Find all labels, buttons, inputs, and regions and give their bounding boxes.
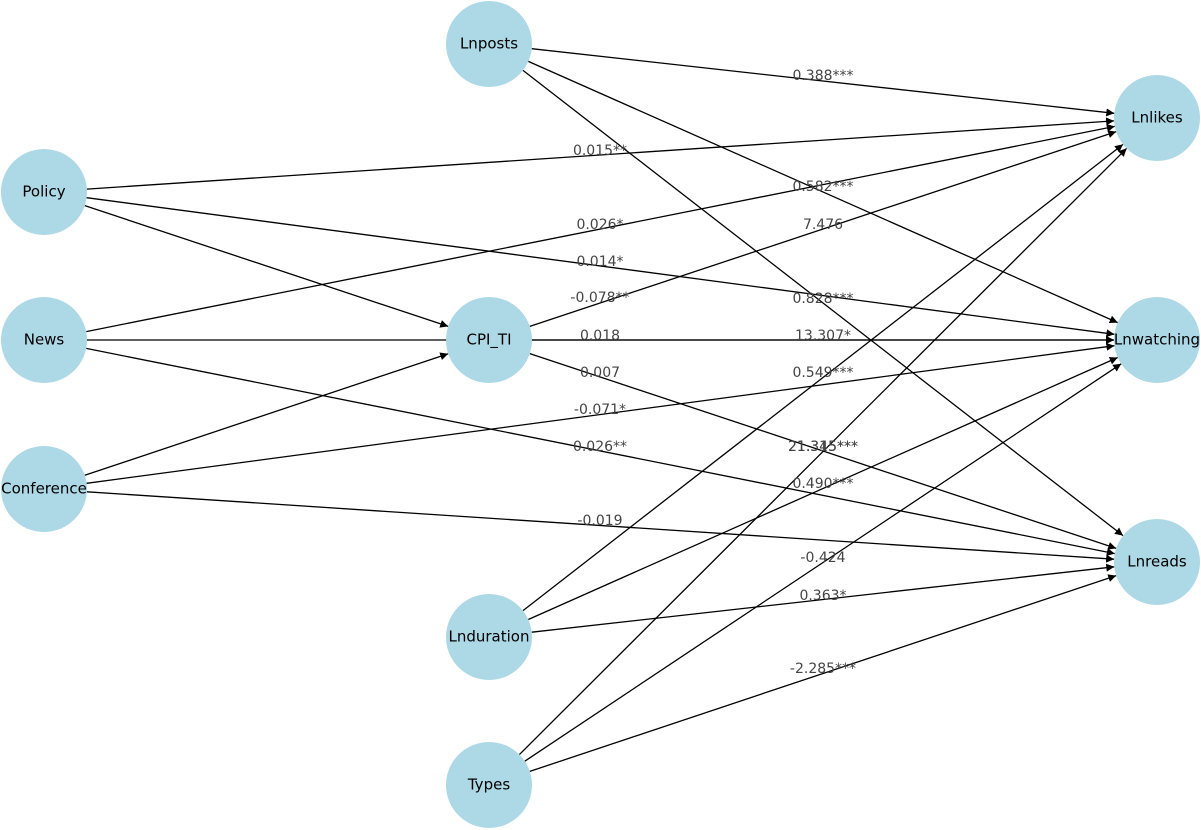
node-policy: Policy [1,149,87,235]
edge-types-to-lnreads [529,574,1117,773]
edge-lnduration-to-lnwatching [528,356,1118,621]
node-news: News [1,297,87,383]
node-label-lnlikes: Lnlikes [1131,109,1183,127]
node-label-conference: Conference [1,480,87,498]
node-label-lnduration: Lnduration [449,628,530,646]
extra-edge-label-2: 0.490*** [792,476,853,492]
node-label-lnwatching: Lnwatching [1114,331,1200,349]
edges-layer [84,48,1128,773]
node-circle-policy [1,149,87,235]
edge-types-to-lnlikes [518,147,1128,756]
node-label-lnreads: Lnreads [1127,553,1187,571]
node-lnposts: Lnposts [446,1,532,87]
node-label-news: News [24,331,65,349]
node-types: Types [446,742,532,828]
edge-types-to-lnwatching [524,363,1122,762]
edge-policy-to-lnwatching [86,197,1115,338]
edge-conference-to-lnreads [86,491,1115,563]
edge-label-news-to-lnreads: 0.026** [573,439,627,455]
edge-policy-to-cpi-ti [84,204,449,328]
edge-label-types-to-lnwatching: 0.549*** [792,365,853,381]
node-circle-lnwatching [1114,297,1200,383]
edge-policy-to-lnlikes [86,117,1115,190]
node-label-cpi-ti: CPI_TI [466,331,511,350]
edge-label-lnduration-to-lnwatching: 0.828*** [792,291,853,307]
edge-label-news-to-lnlikes: 0.026* [576,217,623,233]
node-label-types: Types [467,776,510,794]
edge-label-types-to-lnreads: -2.285*** [790,661,856,677]
edge-news-to-lnreads [86,347,1115,556]
edge-conference-to-lnwatching [86,342,1115,484]
node-lnreads: Lnreads [1114,519,1200,605]
node-circle-lnreads [1114,519,1200,605]
edge-label-cpi-ti-to-lnlikes: -0.078** [570,290,629,306]
node-circle-types [446,742,532,828]
edge-label-policy-to-lnlikes: 0.015** [573,143,627,159]
edge-label-conference-to-lnwatching: -0.071* [574,402,626,418]
extra-edge-label-1: 21.345*** [788,439,858,455]
node-label-lnposts: Lnposts [460,35,518,53]
edge-lnposts-to-lnreads [522,69,1124,537]
node-label-policy: Policy [22,183,65,201]
node-lnlikes: Lnlikes [1114,75,1200,161]
edge-label-lnduration-to-lnreads: 0.363* [799,588,846,604]
edge-label-lnposts-to-lnlikes: 0.388*** [792,68,853,84]
edge-lnduration-to-lnlikes [522,143,1124,612]
node-cpi-ti: CPI_TI [446,297,532,383]
node-lnwatching: Lnwatching [1114,297,1200,383]
edge-cpi-ti-to-lnlikes [529,130,1117,328]
node-circle-lnlikes [1114,75,1200,161]
edge-labels-layer: 0.388*** 0.582*** 21.315*** 0.015** 0.014* 0.… [570,68,858,677]
node-conference: Conference [1,446,87,532]
node-circle-cpi-ti [446,297,532,383]
edge-label-lnduration-to-lnlikes: 7.476 [803,217,843,233]
edge-label-cpi-ti-to-lnwatching: 0.007 [580,365,620,381]
node-circle-news [1,297,87,383]
edge-label-conference-to-lnreads: -0.019 [577,513,622,529]
edge-label-lnposts-to-lnwatching: 0.582*** [792,179,853,195]
edge-label-lnposts-to-lnreads: 21.315*** [788,439,858,455]
node-circle-lnduration [446,594,532,680]
edge-label-types-to-lnlikes: 13.307* [795,328,851,344]
extra-edge-label-3: -0.424 [800,550,845,566]
edge-lnduration-to-lnreads [531,563,1115,633]
edge-label-news-to-lnwatching: 0.018 [580,328,620,344]
edge-news-to-lnlikes [86,124,1115,333]
node-circle-lnposts [446,1,532,87]
node-circle-conference [1,446,87,532]
edge-conference-to-cpi-ti [84,352,449,476]
node-lnduration: Lnduration [446,594,532,680]
edge-label-policy-to-lnwatching: 0.014* [576,254,623,270]
edge-lnposts-to-lnlikes [531,48,1115,117]
edge-lnposts-to-lnwatching [528,60,1118,324]
